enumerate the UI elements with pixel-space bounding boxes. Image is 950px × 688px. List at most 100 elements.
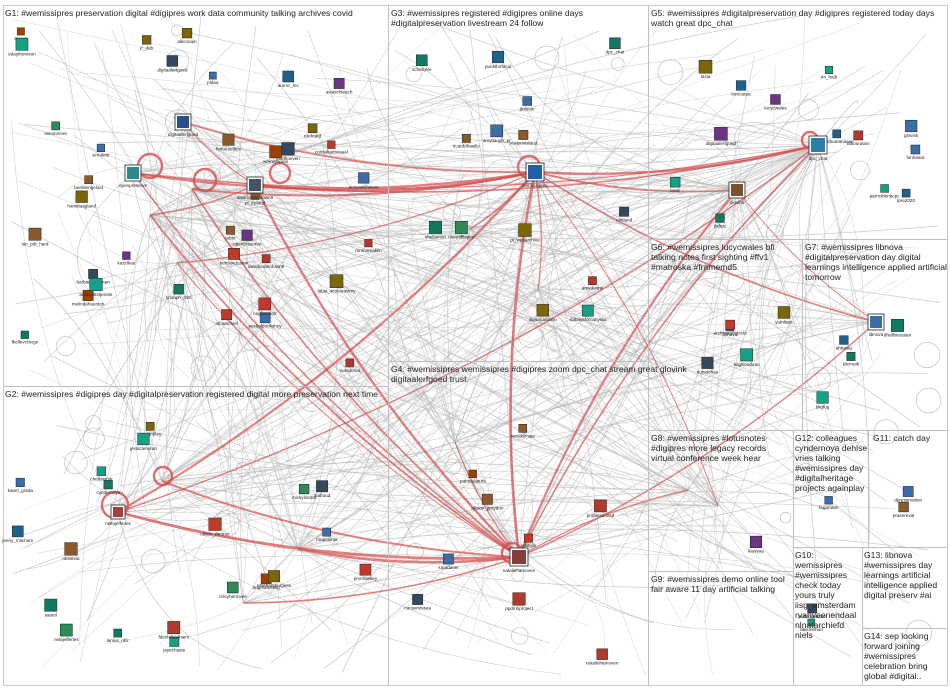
edge-strong <box>736 189 877 323</box>
edge-gray <box>176 262 286 553</box>
edge-gray <box>176 224 578 264</box>
node-avatar <box>269 145 282 159</box>
edge-gray <box>191 188 244 534</box>
node-avatar <box>113 628 123 638</box>
edge-gray <box>448 61 484 230</box>
node-label: bligfug <box>816 404 830 409</box>
hub-node-dpc_chat: dpc_chat <box>808 135 828 161</box>
edge-gray <box>537 289 738 594</box>
edge-gray <box>668 153 877 323</box>
node-hansbasgland: hansbasgland <box>67 190 96 209</box>
self-loop <box>848 257 862 271</box>
edge-gray <box>132 163 486 186</box>
node-auserarchiever: auserarchiever <box>349 172 379 189</box>
edge-gray <box>280 385 328 550</box>
self-loop <box>547 335 564 352</box>
node-label: mashartjburgess <box>257 583 292 588</box>
edge-gray <box>24 124 819 153</box>
self-loop <box>299 387 324 413</box>
edge-gray <box>109 97 471 230</box>
node-label: tabouration <box>847 141 870 146</box>
self-loop <box>444 458 461 475</box>
node-label: parmadatuta <box>460 479 486 484</box>
edge-gray <box>117 511 562 675</box>
edge-gray <box>717 65 776 507</box>
edge-gray <box>480 304 689 491</box>
edge-gray <box>817 144 870 595</box>
hub-node-wemissipres: wemissipres <box>522 162 548 188</box>
node-label: emilyjlb <box>521 543 537 548</box>
hub-node-libnova: libnova <box>867 313 885 337</box>
node-label: punktforfacul <box>485 64 511 69</box>
edge-gray <box>469 228 730 443</box>
edge-gray <box>337 64 520 558</box>
self-loop <box>192 167 218 193</box>
node-jabnr: jabnr <box>224 225 236 240</box>
edge-gray <box>216 112 520 558</box>
self-loop <box>64 450 88 475</box>
node-avatar <box>181 28 193 39</box>
node-jr_dub: jr_dub <box>139 35 154 50</box>
edge-gray <box>191 188 910 604</box>
node-dabaysforcanyola: dabaysforcanyola <box>570 304 606 322</box>
group-label-g6: G6: #wemissipres lucycwales bfi talking … <box>651 242 775 272</box>
edge-gray <box>398 208 877 323</box>
node-prasereval: prasereval <box>893 501 914 518</box>
node-avatar <box>588 276 597 285</box>
edge-gray <box>518 229 559 558</box>
node-avatar <box>490 124 504 138</box>
node-digitalcuration: digitalcuration <box>529 304 557 322</box>
edge-gray <box>191 30 600 190</box>
node-label: openpreserve <box>233 242 262 247</box>
self-loop <box>806 366 831 392</box>
edge-gray <box>543 163 738 199</box>
edge-gray <box>149 162 538 216</box>
edge-gray <box>284 144 819 480</box>
node-avatar <box>901 188 911 198</box>
node-amyltaugh_pr: amyltaugh_pr <box>483 124 511 143</box>
edge-strong <box>242 556 520 604</box>
node-jbahuud: jbahuud <box>313 480 331 498</box>
edge-gray <box>132 244 299 550</box>
node-kiasyaa: kiasyaa <box>748 535 764 554</box>
hub-label: nataliehamoven <box>503 568 536 573</box>
edge-gray <box>161 171 469 482</box>
edge-gray <box>638 491 719 526</box>
node-avatar <box>96 143 105 152</box>
node-ribestvia: ribestvia <box>62 542 80 561</box>
hub-node-nellajefferies: nellajefferies <box>105 504 132 526</box>
edge-strong <box>117 171 536 513</box>
node-avatar <box>518 424 528 433</box>
edge-gray <box>279 189 738 235</box>
edge-gray <box>161 480 550 644</box>
edge-gray <box>149 214 274 233</box>
hub-node-glovink: glovink <box>728 181 746 205</box>
node-conservissea: conservissea <box>404 594 432 611</box>
node-ppdmhproject: ppdmhproject <box>505 592 534 611</box>
edge-gray <box>548 144 819 410</box>
node-label: fonhasar <box>906 155 924 160</box>
node-label: mickylindrar <box>292 495 317 500</box>
node-kazclkas: kazclkas <box>117 251 136 266</box>
node-professonzad: professonzad <box>587 499 615 518</box>
node-parmadatuta: parmadatuta <box>460 469 486 484</box>
edge-gray <box>166 143 539 291</box>
node-alliconain: alliconain <box>177 28 197 44</box>
node-avatar <box>522 96 532 106</box>
edge-gray <box>341 171 536 673</box>
edge-strong <box>517 189 738 558</box>
edge-gray <box>515 380 689 491</box>
edge-strong <box>117 144 819 513</box>
node-label: melindahaunton <box>72 302 105 307</box>
node-digitaalerfgoed: digitaalerfgoed <box>157 55 188 73</box>
edge-gray <box>117 499 896 513</box>
node-label: amydunne <box>582 286 604 291</box>
node-avatar <box>749 535 763 548</box>
edge-gray <box>454 441 485 650</box>
node-avatar <box>536 304 549 317</box>
edge-strong <box>518 144 819 558</box>
node-avatar <box>824 496 833 505</box>
self-loop <box>405 66 422 83</box>
node-avatar <box>122 251 131 260</box>
